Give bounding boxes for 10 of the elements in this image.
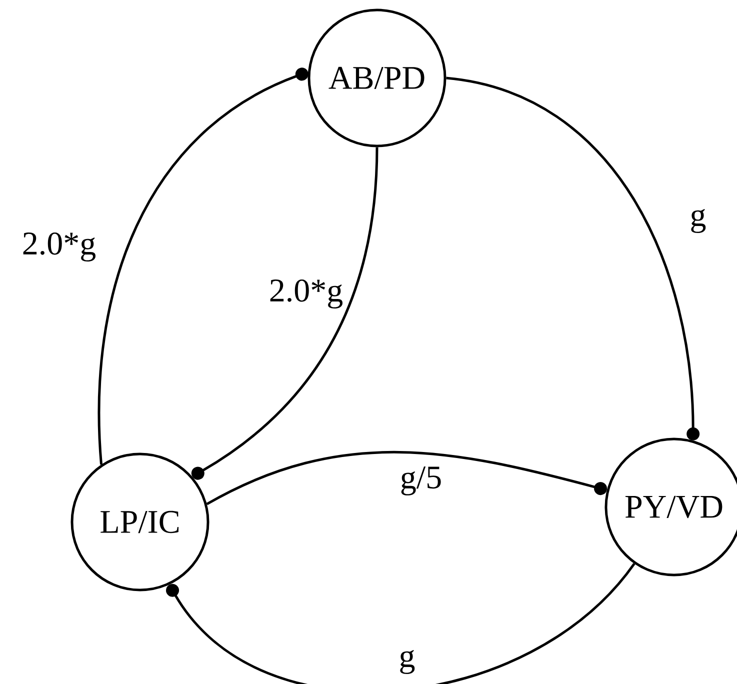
edge-label: g — [688, 208, 708, 234]
edge-label: 2.0*g — [268, 278, 344, 310]
connector — [98, 68, 308, 465]
connector — [206, 451, 608, 506]
edge-label: 2.0*g — [20, 231, 98, 263]
connector — [166, 562, 636, 684]
connector — [446, 76, 700, 440]
edge-label: g — [398, 648, 416, 676]
connector — [191, 147, 378, 480]
edge-label: g/5 — [398, 466, 444, 496]
